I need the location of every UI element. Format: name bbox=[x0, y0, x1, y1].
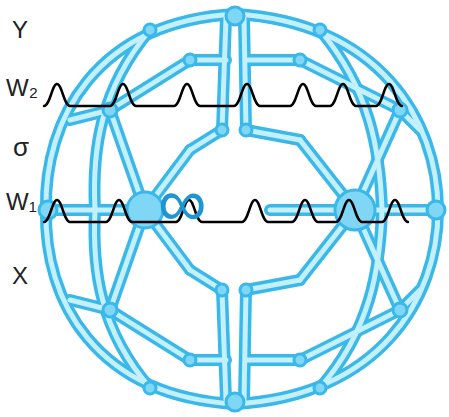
mesh-joints bbox=[39, 7, 445, 411]
output-label: Y bbox=[12, 18, 28, 42]
activation-bumps-lower bbox=[44, 200, 408, 222]
input-label: X bbox=[12, 264, 28, 288]
infinity-symbol: ∞ bbox=[158, 168, 206, 236]
weight-label: W₂ bbox=[6, 76, 38, 100]
mesh-outline bbox=[46, 14, 438, 404]
activation-bumps-upper bbox=[44, 84, 402, 106]
mesh-highlight bbox=[46, 14, 438, 404]
activation-label: σ bbox=[13, 134, 29, 160]
weight-label: W₁ bbox=[6, 190, 37, 214]
